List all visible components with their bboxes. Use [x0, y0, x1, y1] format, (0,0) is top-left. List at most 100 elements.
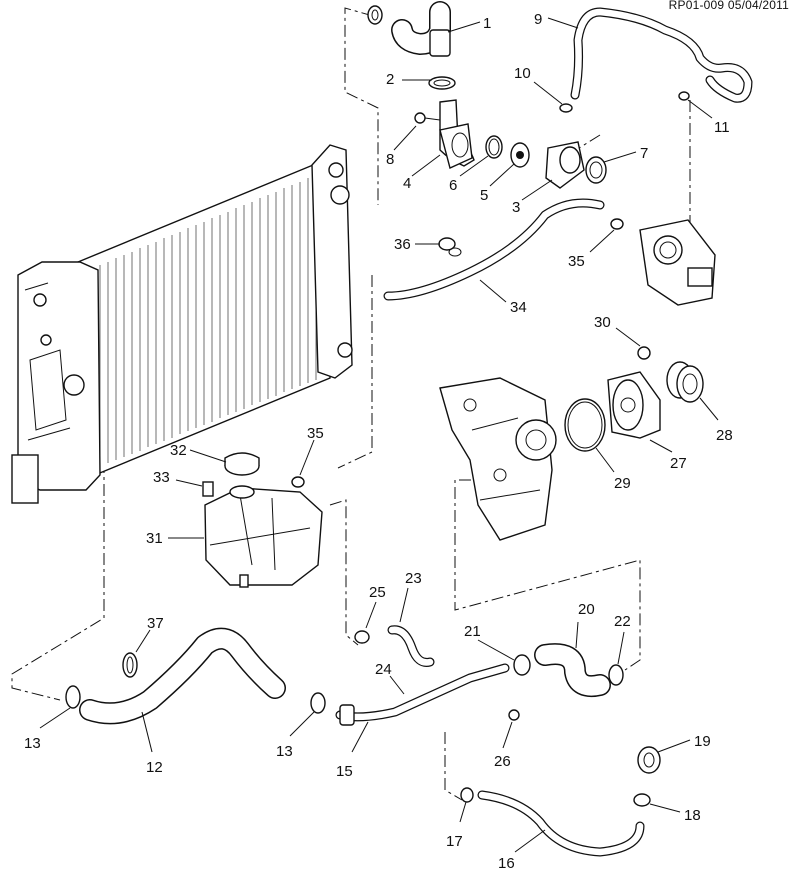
- clamp-10: [559, 103, 573, 113]
- callout-17: 17: [446, 801, 467, 850]
- callout-6: 6: [449, 155, 489, 194]
- clamp-21: [513, 654, 531, 676]
- callout-16: 16: [498, 829, 546, 872]
- callout-2: 2: [386, 71, 432, 88]
- svg-text:34: 34: [510, 299, 527, 316]
- callout-30: 30: [594, 314, 641, 347]
- clamp-18: [633, 793, 651, 807]
- svg-text:25: 25: [369, 584, 386, 601]
- callout-11: 11: [687, 99, 730, 136]
- thermostat-5: [510, 142, 530, 168]
- seal-29: [564, 398, 606, 452]
- hose-23: [387, 625, 435, 667]
- svg-text:9: 9: [534, 11, 542, 28]
- cap-32: [224, 452, 260, 499]
- svg-text:11: 11: [714, 119, 730, 136]
- callout-35-lower: 35: [299, 425, 324, 476]
- fitting-35-lower: [291, 476, 305, 488]
- callout-23: 23: [399, 570, 422, 623]
- clamp-25: [354, 630, 370, 644]
- sensor-33: [202, 481, 214, 497]
- svg-text:27: 27: [670, 455, 687, 472]
- svg-text:28: 28: [716, 427, 733, 444]
- callout-25: 25: [365, 584, 386, 629]
- svg-text:35: 35: [568, 253, 585, 270]
- throttle-body: [639, 219, 716, 306]
- engine-block-section: [439, 377, 557, 541]
- clamp-17: [460, 787, 474, 803]
- callout-15: 15: [336, 721, 369, 780]
- svg-text:13: 13: [24, 735, 41, 752]
- svg-text:20: 20: [578, 601, 595, 618]
- callout-28: 28: [699, 397, 733, 444]
- radiator: [11, 144, 353, 504]
- svg-text:29: 29: [614, 475, 631, 492]
- svg-text:18: 18: [684, 807, 701, 824]
- svg-text:32: 32: [170, 442, 187, 459]
- callout-12: 12: [141, 711, 163, 776]
- thermostat-housing-4: [439, 99, 475, 169]
- callout-26: 26: [494, 721, 513, 770]
- pulley-28: [666, 361, 704, 403]
- svg-text:33: 33: [153, 469, 170, 486]
- clamp-13-left: [65, 685, 81, 709]
- svg-text:10: 10: [514, 65, 531, 82]
- callout-21: 21: [464, 623, 515, 661]
- callout-31: 31: [146, 530, 204, 547]
- svg-text:12: 12: [146, 759, 163, 776]
- clamp-13-right: [310, 692, 326, 714]
- bolt-8: [414, 112, 441, 124]
- svg-text:21: 21: [464, 623, 481, 640]
- svg-text:37: 37: [147, 615, 164, 632]
- svg-text:1: 1: [483, 15, 491, 32]
- svg-text:36: 36: [394, 236, 411, 253]
- callout-37: 37: [135, 615, 164, 653]
- callout-7: 7: [603, 145, 648, 163]
- drawing-reference: RP01-009 05/04/2011: [668, 0, 789, 12]
- callout-29: 29: [595, 447, 631, 492]
- callout-36: 36: [394, 236, 440, 253]
- callout-8: 8: [386, 125, 417, 168]
- svg-text:3: 3: [512, 199, 520, 216]
- hose-16: [477, 790, 645, 857]
- callout-9: 9: [534, 11, 579, 29]
- callout-32: 32: [170, 442, 227, 463]
- water-pump-27: [607, 371, 661, 439]
- callout-35-upper: 35: [568, 229, 615, 270]
- clamp-37: [122, 652, 138, 678]
- callout-27: 27: [649, 439, 687, 472]
- svg-text:22: 22: [614, 613, 631, 630]
- svg-text:16: 16: [498, 855, 515, 872]
- bolt-30: [637, 346, 651, 360]
- clamp-35-upper: [610, 218, 624, 230]
- clamp-11: [678, 91, 690, 101]
- svg-text:5: 5: [480, 187, 488, 204]
- callout-18: 18: [649, 803, 701, 824]
- callout-13-left: 13: [24, 707, 71, 752]
- svg-text:13: 13: [276, 743, 293, 760]
- clamp-22: [608, 664, 624, 686]
- seal-7: [585, 156, 607, 184]
- valve-19: [637, 746, 661, 774]
- callout-13-right: 13: [276, 711, 315, 760]
- hose-9: [570, 7, 753, 103]
- svg-text:35: 35: [307, 425, 324, 442]
- svg-text:2: 2: [386, 71, 394, 88]
- svg-text:17: 17: [446, 833, 463, 850]
- svg-text:30: 30: [594, 314, 611, 331]
- callout-24: 24: [375, 661, 405, 695]
- svg-text:31: 31: [146, 530, 163, 547]
- hose-34: [383, 198, 605, 301]
- svg-text:23: 23: [405, 570, 422, 587]
- svg-text:19: 19: [694, 733, 711, 750]
- clamp-upper: [367, 5, 383, 25]
- callout-10: 10: [514, 65, 563, 105]
- callout-22: 22: [614, 613, 631, 665]
- callout-34: 34: [479, 279, 527, 316]
- callout-1: 1: [447, 15, 491, 33]
- svg-text:8: 8: [386, 151, 394, 168]
- seal-6: [485, 135, 503, 159]
- callout-20: 20: [575, 601, 595, 649]
- thermostat-cover-3: [545, 141, 585, 189]
